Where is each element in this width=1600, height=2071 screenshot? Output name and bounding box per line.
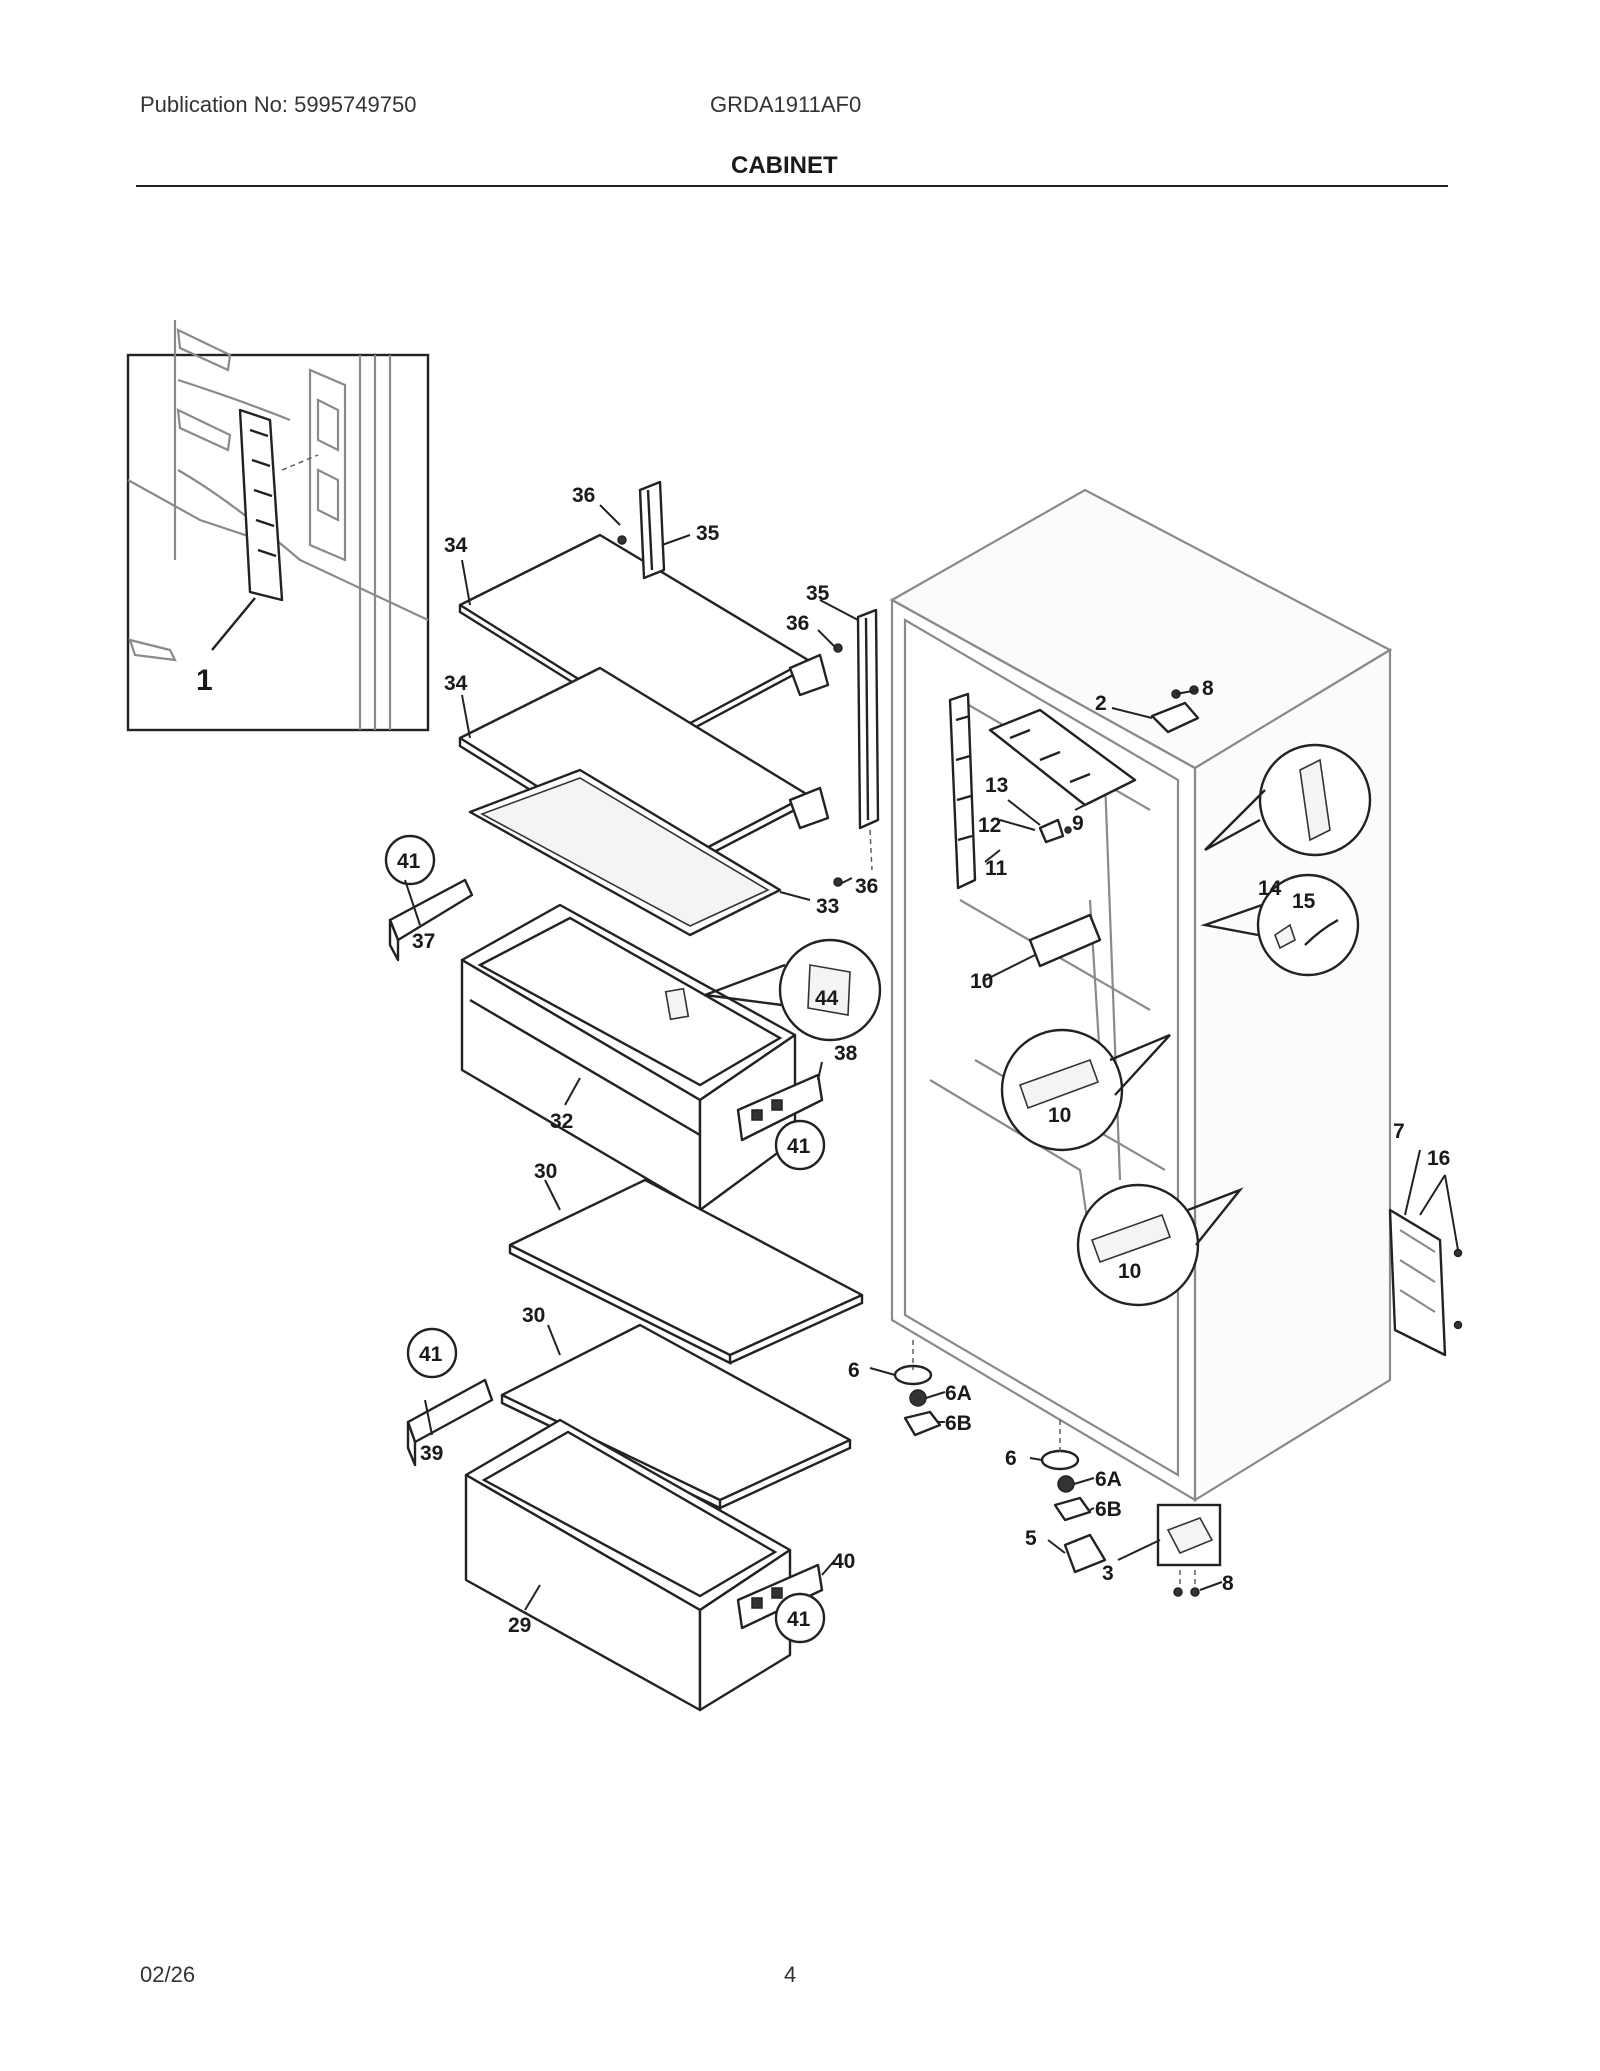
callout-10: 10: [1118, 1260, 1141, 1283]
footer-date: 02/26: [140, 1962, 196, 1987]
page-number: 4: [784, 1962, 797, 1987]
callout-30: 30: [534, 1160, 557, 1183]
callout-40: 40: [832, 1550, 855, 1573]
callout-8: 8: [1202, 677, 1214, 700]
callout-41: 41: [419, 1343, 443, 1366]
callout-44: 44: [815, 987, 839, 1010]
detail-circle-light: [1204, 743, 1372, 857]
callout-14: 14: [1258, 877, 1282, 900]
rear-grille-7: [1388, 1208, 1463, 1357]
shelf-33: [468, 768, 782, 937]
callout-29: 29: [508, 1614, 531, 1637]
callout-11: 11: [985, 857, 1008, 880]
header-rule: [136, 185, 1448, 187]
callout-36: 36: [572, 484, 595, 507]
callout-38: 38: [834, 1042, 858, 1065]
drawer-cap-37: [388, 878, 474, 962]
hinge-top-2: [1150, 685, 1200, 734]
detail-circle-14-15: [1200, 873, 1360, 977]
callout-5: 5: [1025, 1527, 1037, 1550]
drawer-rail-38: [736, 1073, 824, 1142]
callout-6: 6: [848, 1359, 860, 1382]
model-number: GRDA1911AF0: [710, 92, 862, 117]
callout-labels: 36 35 34 35 36 34 36 33 41 37 44 38 41 3…: [397, 484, 1450, 1637]
inset-detail: 1: [126, 320, 430, 732]
callout-8: 8: [1222, 1572, 1234, 1595]
crisper-drawer-29: [464, 1418, 792, 1712]
callout-35: 35: [806, 582, 830, 605]
callout-6A: 6A: [1095, 1468, 1122, 1491]
callout-13: 13: [985, 774, 1008, 797]
callout-34: 34: [444, 534, 468, 557]
drawer-cap-39: [406, 1378, 494, 1467]
crisper-cover-30-upper: [508, 1178, 864, 1365]
callout-6B: 6B: [945, 1412, 972, 1435]
crisper-drawer-32: [460, 903, 797, 1212]
callout-12: 12: [978, 814, 1001, 837]
parts-12-13: [1038, 818, 1072, 844]
callout-circles-41: [384, 834, 826, 1644]
refrigerator-cabinet: [889, 488, 1393, 1502]
callout-32: 32: [550, 1110, 573, 1133]
callout-1: 1: [196, 664, 213, 697]
leader-lines: [404, 504, 1459, 1611]
callout-6A: 6A: [945, 1382, 972, 1405]
callout-10: 10: [1048, 1104, 1071, 1127]
detail-circle-10a: [1000, 1028, 1171, 1152]
callout-7: 7: [1393, 1120, 1405, 1143]
callout-34: 34: [444, 672, 468, 695]
callout-15: 15: [1292, 890, 1316, 913]
callout-10: 10: [970, 970, 993, 993]
callout-36: 36: [786, 612, 809, 635]
callout-6B: 6B: [1095, 1498, 1122, 1521]
callout-41: 41: [787, 1135, 811, 1158]
shelf-support-10: [1028, 913, 1102, 968]
leveling-parts: [893, 1340, 1222, 1597]
control-housing-9: [988, 708, 1137, 807]
detail-circle-44: [704, 938, 882, 1042]
callout-36: 36: [855, 875, 878, 898]
callout-41: 41: [397, 850, 421, 873]
shelf-rails-35: [617, 480, 880, 887]
callout-39: 39: [420, 1442, 443, 1465]
section-title: CABINET: [731, 152, 838, 179]
callout-37: 37: [412, 930, 435, 953]
callout-3: 3: [1102, 1562, 1114, 1585]
detail-circle-10b: [1076, 1183, 1244, 1307]
callout-33: 33: [816, 895, 839, 918]
callout-30: 30: [522, 1304, 545, 1327]
callout-16: 16: [1427, 1147, 1450, 1170]
callout-41: 41: [787, 1608, 811, 1631]
callout-6: 6: [1005, 1447, 1017, 1470]
callout-9: 9: [1072, 812, 1084, 835]
callout-2: 2: [1095, 692, 1107, 715]
publication-number: Publication No: 5995749750: [140, 92, 417, 117]
drawer-rail-40: [736, 1563, 824, 1630]
callout-35: 35: [696, 522, 720, 545]
light-bar-11: [948, 692, 977, 890]
